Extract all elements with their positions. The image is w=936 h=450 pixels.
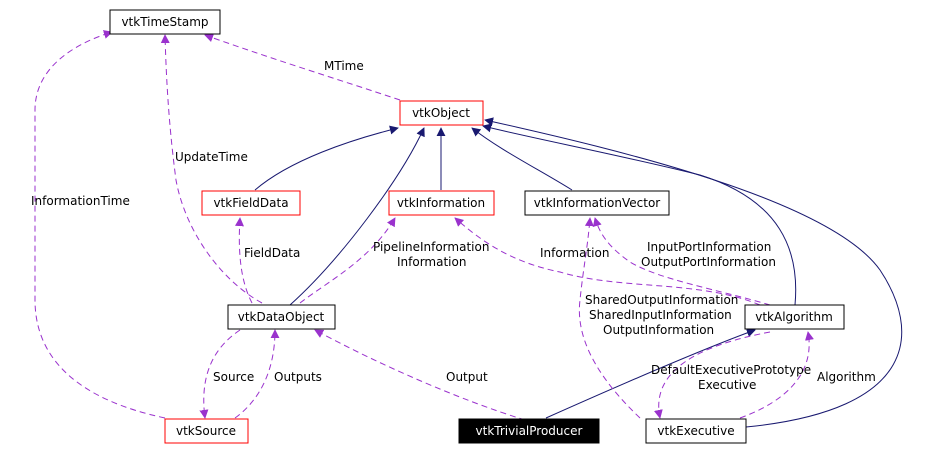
node-vtkalgorithm[interactable]: vtkAlgorithm <box>744 304 845 330</box>
label-output-information: OutputInformation <box>603 323 714 337</box>
label-pipeline-information-1: PipelineInformation <box>373 240 489 254</box>
node-label: vtkAlgorithm <box>755 310 833 324</box>
node-label: vtkTrivialProducer <box>476 424 583 438</box>
edge-infovector-to-object <box>471 127 573 191</box>
edge-algorithm-portinformation <box>592 217 771 306</box>
edge-executive-sharedinformation <box>578 217 641 419</box>
usage-edges <box>34 30 814 421</box>
node-label: vtkInformation <box>397 196 485 210</box>
inheritance-edges <box>254 117 903 428</box>
label-update-time: UpdateTime <box>175 150 248 164</box>
label-output: Output <box>446 370 488 384</box>
label-shared-output-information: SharedOutputInformation <box>585 293 738 307</box>
label-source: Source <box>213 370 254 384</box>
edge-dataobject-fielddata <box>235 217 253 304</box>
label-pipeline-information-2: Information <box>397 255 466 269</box>
label-information-time: InformationTime <box>31 194 130 208</box>
edge-trivialproducer-output <box>314 329 526 421</box>
node-vtkexecutive[interactable]: vtkExecutive <box>645 418 747 444</box>
node-vtkinformationvector[interactable]: vtkInformationVector <box>524 190 670 216</box>
node-label: vtkObject <box>412 106 470 120</box>
edge-dataobject-to-object <box>289 127 425 306</box>
label-field-data: FieldData <box>244 246 300 260</box>
label-input-port-information: InputPortInformation <box>647 240 771 254</box>
label-default-executive-prototype: DefaultExecutivePrototype <box>651 363 811 377</box>
node-vtkfielddata[interactable]: vtkFieldData <box>201 190 301 216</box>
label-mtime: MTime <box>324 59 364 73</box>
label-information: Information <box>540 246 609 260</box>
node-vtkobject[interactable]: vtkObject <box>399 100 484 126</box>
edge-source-informationtime-timestamp <box>34 30 166 419</box>
edge-dataobject-updatetime-timestamp <box>160 34 263 304</box>
node-vtkdataobject[interactable]: vtkDataObject <box>227 304 336 330</box>
label-executive: Executive <box>698 378 756 392</box>
edge-dataobject-source <box>199 329 241 419</box>
edge-algorithm-executive <box>653 331 771 419</box>
node-vtkinformation[interactable]: vtkInformation <box>388 190 495 216</box>
node-vtktrivialproducer[interactable]: vtkTrivialProducer <box>458 418 600 444</box>
node-label: vtkInformationVector <box>534 196 661 210</box>
node-vtksource[interactable]: vtkSource <box>164 418 249 444</box>
node-vtktimestamp[interactable]: vtkTimeStamp <box>109 9 221 35</box>
label-outputs: Outputs <box>274 370 322 384</box>
edge-trivialproducer-to-algorithm <box>545 328 756 419</box>
node-label: vtkExecutive <box>657 424 734 438</box>
edge-fielddata-to-object <box>254 125 399 191</box>
label-shared-input-information: SharedInputInformation <box>589 308 732 322</box>
edge-algorithm-information <box>454 217 761 306</box>
edge-object-mtime-timestamp <box>204 33 401 101</box>
label-algorithm: Algorithm <box>817 370 876 384</box>
node-label: vtkSource <box>176 424 236 438</box>
edge-dataobject-pipelineinformation <box>299 217 396 304</box>
edge-executive-to-object <box>484 117 903 428</box>
node-label: vtkFieldData <box>213 196 288 210</box>
node-label: vtkDataObject <box>238 310 325 324</box>
edge-labels: MTime UpdateTime InformationTime FieldDa… <box>31 59 876 392</box>
label-output-port-information: OutputPortInformation <box>641 255 776 269</box>
node-label: vtkTimeStamp <box>121 15 208 29</box>
